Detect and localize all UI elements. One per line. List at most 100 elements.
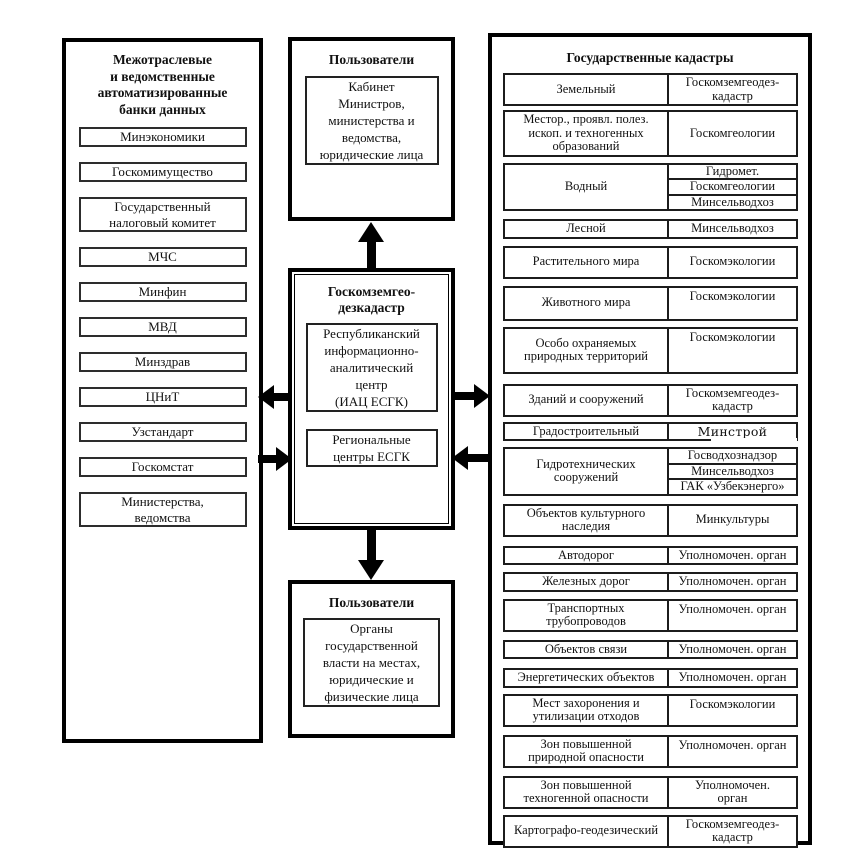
table-row: Градостроительный Минстрой bbox=[503, 421, 798, 442]
cadastre-name-cell: Водный bbox=[564, 179, 608, 193]
cadastre-name-cell: Железных дорог bbox=[542, 574, 630, 588]
agency-subcell: Минсельводхоз bbox=[669, 462, 796, 479]
table-row: Объектов культурного наследия Минкультуры bbox=[503, 503, 798, 537]
cadastre-name-cell: Градостроительный bbox=[532, 423, 640, 438]
table-row: Зон повышенной техногенной опасности Упол… bbox=[503, 775, 798, 809]
cadastre-name-cell: Зданий и сооружений bbox=[528, 392, 644, 407]
table-row: Зданий и сооружений Госкомземгеодез- када… bbox=[503, 383, 798, 417]
agency-cell: Уполномочен. орган bbox=[667, 777, 796, 807]
table-row: Автодорог Уполномочен. орган bbox=[503, 545, 798, 565]
arrow-cadastres-to-center bbox=[452, 446, 490, 470]
table-row: Объектов связи Уполномочен. орган bbox=[503, 639, 798, 659]
top-users-title: Пользователи bbox=[328, 52, 415, 67]
arrow-center-to-cadastres bbox=[452, 384, 490, 408]
left-panel-title: Межотраслевые и ведомственные автоматизи… bbox=[97, 52, 228, 117]
table-row: Картографо-геодезический Госкомземгеодез-… bbox=[503, 814, 798, 848]
cadastre-name-cell: Животного мира bbox=[541, 295, 631, 310]
agency-cell: Минкультуры bbox=[667, 505, 796, 535]
agency-cell: Госкомземгеодез- кадастр bbox=[667, 385, 796, 415]
cadastre-name-cell: Объектов культурного наследия bbox=[526, 505, 646, 533]
cadastre-name-cell: Растительного мира bbox=[532, 254, 640, 269]
cadastre-name-cell: Зон повышенной техногенной опасности bbox=[523, 777, 649, 805]
agency-subcell: ГАК «Узбекэнерго» bbox=[669, 478, 796, 494]
data-bank-item: МЧС bbox=[78, 247, 247, 267]
table-row: Особо охраняемых природных территорий Гос… bbox=[503, 326, 798, 374]
bottom-users-body: Органы государственной власти на местах,… bbox=[303, 618, 440, 707]
arrowhead-right-icon bbox=[276, 447, 292, 471]
top-users-body: Кабинет Министров, министерства и ведомс… bbox=[304, 76, 439, 165]
data-bank-item: Госкомимущество bbox=[78, 162, 247, 182]
arrowhead-right-icon bbox=[474, 384, 490, 408]
agency-cell: Уполномочен. орган bbox=[667, 736, 796, 766]
bottom-users-title: Пользователи bbox=[328, 595, 415, 610]
table-row: Растительного мира Госкомэкологии bbox=[503, 245, 798, 279]
agency-cell: Уполномочен. орган bbox=[667, 547, 796, 563]
agency-cell: Уполномочен. орган bbox=[667, 641, 796, 657]
arrow-shaft bbox=[258, 455, 278, 463]
agency-cell: Уполномочен. орган bbox=[667, 600, 796, 630]
center-inner-border: Госкомземгео- дезкадастр Республиканский… bbox=[294, 274, 449, 524]
agency-cell: Госкомэкологии bbox=[667, 328, 796, 372]
data-bank-item: Министерства, ведомства bbox=[78, 492, 247, 527]
goskomzemgeodezkadastr-box: Госкомземгео- дезкадастр Республиканский… bbox=[288, 268, 455, 530]
cadastre-name-cell: Местор., проявл. полез. ископ. и техноге… bbox=[523, 112, 649, 153]
arrowhead-down-icon bbox=[358, 560, 384, 580]
regional-centers-box: Региональные центры ЕСГК bbox=[305, 429, 438, 467]
cadastre-name-cell: Зон повышенной природной опасности bbox=[528, 736, 644, 764]
table-row: Местор., проявл. полез. ископ. и техноге… bbox=[503, 110, 798, 157]
arrow-center-to-top-users bbox=[358, 222, 384, 270]
arrow-shaft bbox=[466, 454, 490, 462]
agency-cell: Госкомземгеодез- кадастр bbox=[667, 816, 796, 846]
arrow-left-panel-to-center bbox=[258, 447, 292, 471]
agency-cell: Уполномочен. орган bbox=[667, 574, 796, 590]
data-bank-item: Минфин bbox=[78, 282, 247, 302]
bottom-users-box: Пользователи Органы государственной влас… bbox=[288, 580, 455, 738]
agency-subcell: Госкомгеологии bbox=[669, 178, 796, 194]
arrow-center-to-bottom-users bbox=[358, 528, 384, 580]
arrow-center-to-left-panel bbox=[258, 385, 292, 409]
arrow-shaft bbox=[452, 392, 476, 400]
cadastre-name-cell: Энергетических объектов bbox=[517, 670, 655, 684]
left-panel-data-banks: Межотраслевые и ведомственные автоматизи… bbox=[62, 38, 263, 743]
data-bank-item: Узстандарт bbox=[78, 422, 247, 442]
republican-info-center-box: Республиканский информационно- аналитиче… bbox=[305, 323, 438, 412]
cadastre-name-cell: Земельный bbox=[556, 81, 616, 96]
table-row: Железных дорог Уполномочен. орган bbox=[503, 572, 798, 592]
agency-cell: Минстрой bbox=[667, 423, 797, 442]
arrowhead-left-icon bbox=[258, 385, 274, 409]
agency-cell: Минсельводхоз bbox=[667, 221, 796, 237]
agency-cell: Госкомэкологии bbox=[667, 247, 796, 277]
agency-cell: Госкомэкологии bbox=[667, 695, 796, 725]
agency-subcell: Гидромет. bbox=[705, 163, 760, 178]
table-row: Лесной Минсельводхоз bbox=[503, 219, 798, 239]
data-bank-item: Государственный налоговый комитет bbox=[78, 197, 247, 232]
center-title: Госкомземгео- дезкадастр bbox=[327, 284, 416, 315]
top-users-box: Пользователи Кабинет Министров, министер… bbox=[288, 37, 455, 221]
table-row: Зон повышенной природной опасности Уполно… bbox=[503, 734, 798, 768]
arrowhead-up-icon bbox=[358, 222, 384, 242]
agency-cell: Госкомземгеодез- кадастр bbox=[667, 75, 796, 104]
cadastre-name-cell: Гидротехнических сооружений bbox=[536, 456, 636, 485]
cadastre-name-cell: Автодорог bbox=[557, 547, 615, 562]
arrow-shaft bbox=[367, 240, 376, 270]
cadastre-name-cell: Особо охраняемых природных территорий bbox=[524, 335, 648, 363]
data-bank-item: Госкомстат bbox=[78, 457, 247, 477]
cadastre-name-cell: Картографо-геодезический bbox=[513, 823, 659, 838]
cadastre-name-cell: Лесной bbox=[566, 221, 606, 235]
data-bank-item: Минэкономики bbox=[78, 127, 247, 147]
data-bank-item: ЦНиТ bbox=[78, 387, 247, 407]
agency-cell: Госкомгеологии bbox=[667, 112, 796, 155]
arrow-shaft bbox=[272, 393, 292, 401]
cadastre-name-cell: Объектов связи bbox=[544, 641, 628, 656]
